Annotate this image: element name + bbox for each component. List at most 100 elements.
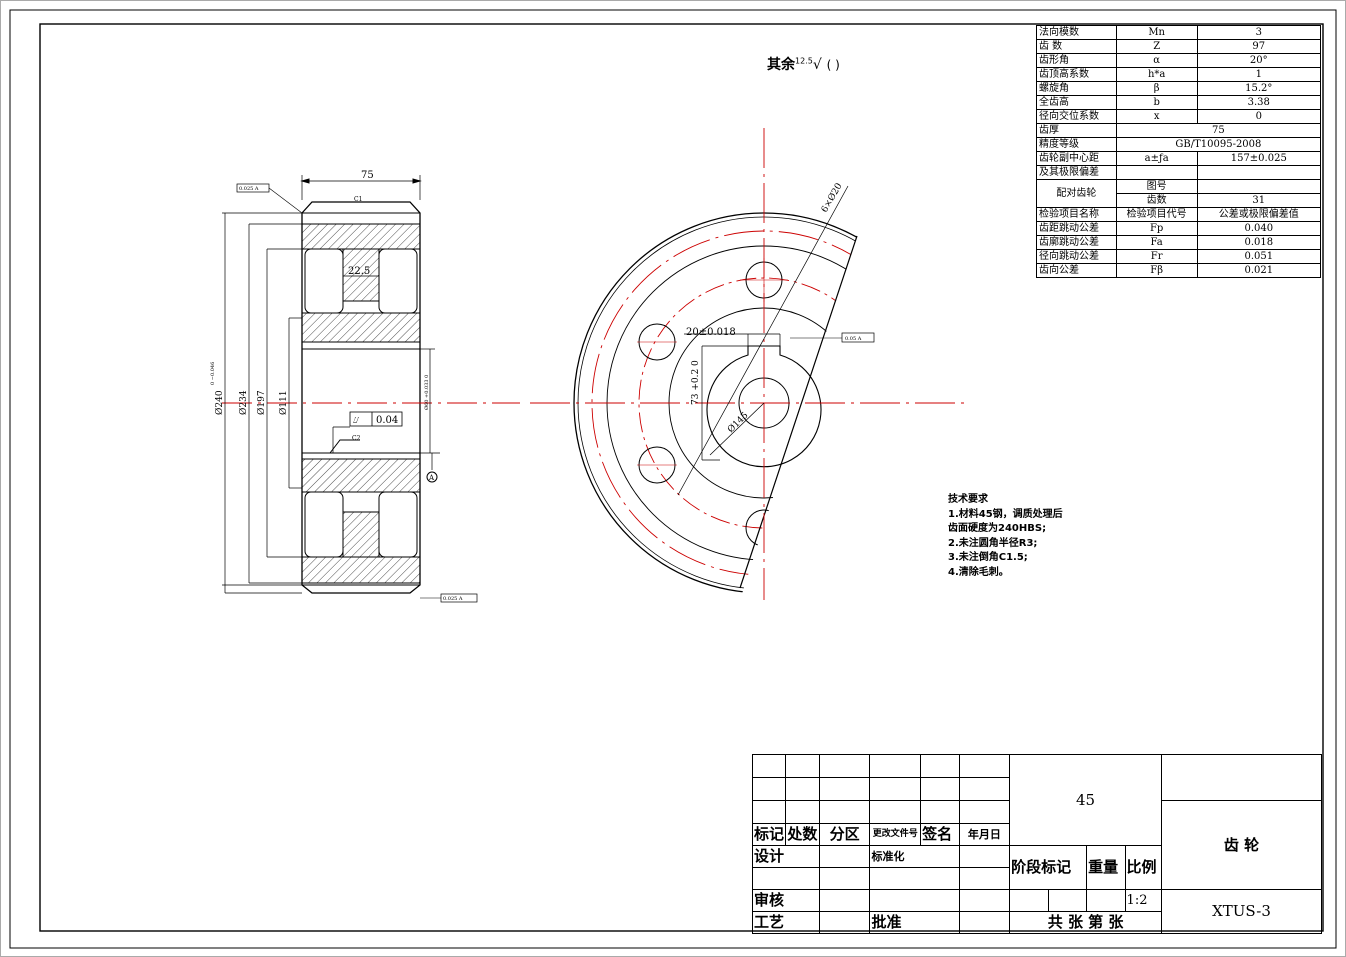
label-date: 年月日 [958, 823, 1011, 846]
param-symbol: Fp [1115, 221, 1198, 236]
param-value: 157±0.025 [1196, 151, 1322, 166]
param-name: 配对齿轮 [1036, 179, 1117, 208]
param-name: 及其极限偏差 [1036, 165, 1117, 180]
label-zone: 分区 [818, 823, 871, 846]
param-name: 径向跳动公差 [1036, 249, 1117, 264]
param-value: 75 [1115, 123, 1322, 138]
runout-symbol-icon: ⌰ [353, 416, 359, 426]
param-value: GB/T10095-2008 [1115, 137, 1322, 152]
dim-c2: C2 [352, 435, 361, 442]
roughness-check-icon: √ [812, 57, 822, 73]
param-symbol: x [1115, 109, 1198, 124]
runout-value: 0.04 [376, 415, 398, 426]
dim-d197: Ø197 [256, 390, 267, 415]
param-value: 1 [1196, 67, 1322, 82]
label-weight: 重量 [1086, 845, 1126, 890]
param-value: 31 [1196, 193, 1322, 208]
param-name: 齿 数 [1036, 39, 1117, 54]
param-name: 精度等级 [1036, 137, 1117, 152]
param-name: 螺旋角 [1036, 81, 1117, 96]
param-symbol: 检验项目代号 [1115, 207, 1198, 222]
param-name: 齿距跳动公差 [1036, 221, 1117, 236]
param-name: 径向交位系数 [1036, 109, 1117, 124]
param-name: 法向模数 [1036, 25, 1117, 40]
dim-d145: Ø145 [725, 410, 750, 435]
tech-line: 4.清除毛刺。 [948, 566, 1009, 578]
param-value: 20° [1196, 53, 1322, 68]
label-scale: 比例 [1124, 845, 1162, 890]
param-symbol: Z [1115, 39, 1198, 54]
roughness-suffix: ( ) [826, 58, 840, 72]
dim-22-5: 22.5 [348, 266, 370, 277]
gdt-bottom: 0.025 A [443, 596, 463, 602]
label-mark: 标记 [751, 823, 787, 846]
drawing-number: XTUS-3 [1160, 889, 1323, 934]
dim-d240: Ø240 [214, 390, 225, 415]
param-name: 齿轮副中心距 [1036, 151, 1117, 166]
param-symbol: Mn [1115, 25, 1198, 40]
material: 45 [1009, 754, 1162, 846]
part-name: 齿 轮 [1160, 800, 1323, 890]
sheet-count: 共 张 第 张 [1009, 911, 1162, 934]
scale-value: 1:2 [1124, 889, 1162, 912]
param-value: 0.018 [1196, 235, 1322, 250]
label-approve: 批准 [869, 911, 960, 934]
param-symbol: β [1115, 81, 1198, 96]
label-review: 审核 [752, 889, 820, 912]
param-value: 0.040 [1196, 221, 1322, 236]
table-row: 检验项目名称检验项目代号公差或极限偏差值 [1036, 207, 1322, 222]
roughness-prefix: 其余 [767, 57, 795, 73]
param-name: 齿向公差 [1036, 263, 1117, 278]
tech-line: 2.未注圆角半径R3; [948, 537, 1038, 549]
param-symbol: Fr [1115, 249, 1198, 264]
dim-d60: Ø60 +0.033 0 [423, 375, 430, 410]
dim-keyway-depth: 73 +0.2 0 [691, 360, 701, 405]
param-value: 0.051 [1196, 249, 1322, 264]
param-name: 检验项目名称 [1036, 207, 1117, 222]
dim-c1: C1 [354, 196, 362, 203]
param-name: 齿顶高系数 [1036, 67, 1117, 82]
param-symbol: Fa [1115, 235, 1198, 250]
param-symbol: 图号 [1115, 179, 1198, 194]
param-value: 公差或极限偏差值 [1196, 207, 1322, 222]
param-symbol: α [1115, 53, 1198, 68]
roughness-value: 12.5 [795, 56, 813, 66]
table-row: 配对齿轮图号 [1036, 179, 1322, 208]
label-change-doc: 更改文件号 [869, 823, 922, 846]
param-symbol: Fβ [1115, 263, 1198, 278]
label-stage: 阶段标记 [1009, 845, 1088, 890]
param-name: 全齿高 [1036, 95, 1117, 110]
gdt-top: 0.025 A [239, 186, 259, 192]
tech-line: 齿面硬度为240HBS; [948, 523, 1047, 535]
label-standardize: 标准化 [869, 845, 960, 868]
param-value: 97 [1196, 39, 1322, 54]
dim-d111: Ø111 [278, 390, 289, 415]
front-view [530, 128, 965, 600]
param-name: 齿廓跳动公差 [1036, 235, 1117, 250]
tech-title: 技术要求 [948, 494, 988, 505]
label-process: 工艺 [752, 911, 820, 934]
sym-tol: 0.05 A [845, 336, 862, 342]
roughness-note: 其余12.5√ ( ) [767, 54, 840, 74]
label-design: 设计 [752, 845, 820, 868]
param-symbol: h*a [1115, 67, 1198, 82]
param-symbol: b [1115, 95, 1198, 110]
title-block: 45 齿 轮 标记 处数 分区 更改文件号 签名 年月日 设计 标准化 阶段标记… [751, 754, 1323, 934]
tech-line: 3.未注倒角C1.5; [948, 552, 1028, 564]
dim-keyway-width: 20±0.018 [686, 327, 736, 338]
param-name: 齿厚 [1036, 123, 1117, 138]
param-value: 3 [1196, 25, 1322, 40]
